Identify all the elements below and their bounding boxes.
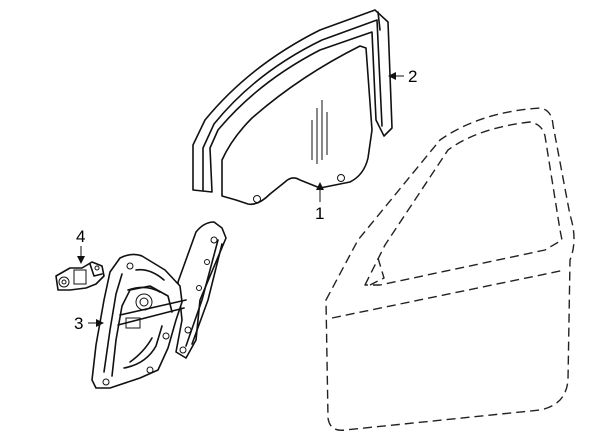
regulator-motor [55,261,105,291]
door-outline [325,107,575,431]
callout-label-2: 2 [408,67,417,86]
callout-2: 2 [388,67,417,86]
callout-1: 1 [315,182,324,223]
glass-run-channel [192,9,393,193]
door-glass [221,45,373,206]
window-regulator [91,221,227,389]
callout-3: 3 [74,314,104,333]
arrow-icon [96,319,104,327]
callout-label-3: 3 [74,314,83,333]
callout-4: 4 [76,227,85,264]
callout-label-4: 4 [76,227,85,246]
arrow-icon [316,182,324,190]
arrow-icon [77,256,85,264]
arrow-icon [388,72,396,80]
callout-label-1: 1 [315,204,324,223]
